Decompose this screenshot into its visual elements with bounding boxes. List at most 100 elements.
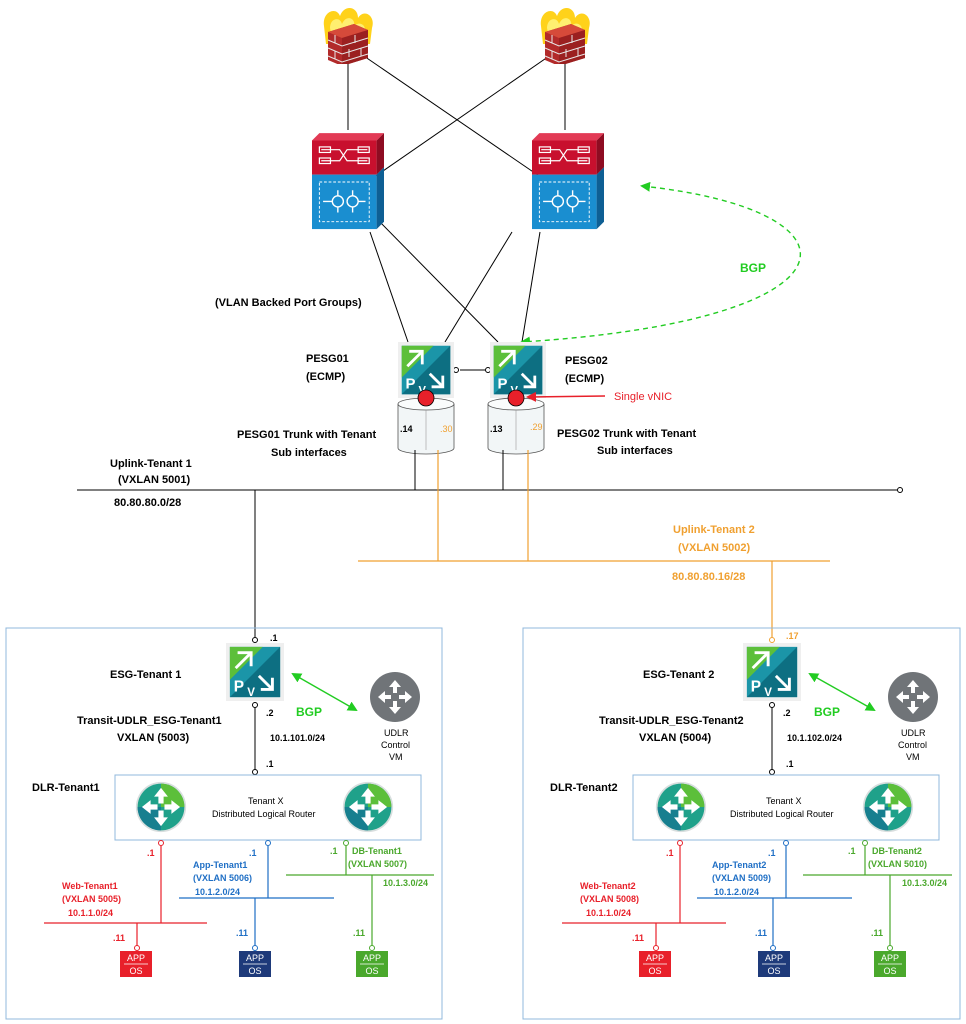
tenant2-bgp-label: BGP xyxy=(814,705,840,719)
svg-text:APP: APP xyxy=(765,953,783,963)
pesg02-trunk-cylinder xyxy=(487,397,545,455)
tenant1-udlr-line3: VM xyxy=(389,752,403,762)
tenant1-transit-name: Transit-UDLR_ESG-Tenant1 xyxy=(77,715,222,727)
app-os-icon: APP OS xyxy=(639,951,671,977)
svg-text:OS: OS xyxy=(883,966,896,976)
tenant2-web-name: Web-Tenant2 xyxy=(580,881,636,891)
pesg01-vnic-dot xyxy=(417,389,435,407)
tenant1-dlr-box-line1: Tenant X xyxy=(248,796,284,806)
tenant1-db-subnet: 10.1.3.0/24 xyxy=(383,878,428,888)
pesg02-ip-b: .29 xyxy=(530,422,543,432)
tenant1-udlr-line1: UDLR xyxy=(384,728,409,738)
tenant1-dlr-name: DLR-Tenant1 xyxy=(32,782,100,794)
firewall-icon xyxy=(540,7,591,64)
tenant1-esg-transit-ip: .2 xyxy=(266,708,274,718)
svg-text:APP: APP xyxy=(881,953,899,963)
tenant2-panel: .17 ESG-Tenant 2 .2 .1 BGP UDLR Control … xyxy=(522,627,961,1020)
uplink2-name: Uplink-Tenant 2 xyxy=(673,524,755,536)
tenant1-esg-name: ESG-Tenant 1 xyxy=(110,669,181,681)
tenant1-app-vm-ip: .11 xyxy=(236,928,248,938)
pesg02-trunk-line1: PESG02 Trunk with Tenant xyxy=(557,428,696,440)
svg-text:APP: APP xyxy=(646,953,664,963)
uplink2-network-line xyxy=(358,450,830,637)
dlr-router-icon xyxy=(342,781,394,833)
single-vnic-arrow xyxy=(526,391,606,402)
dlr-router-icon xyxy=(135,781,187,833)
tenant1-transit-vxlan: VXLAN (5003) xyxy=(117,732,189,744)
app-os-icon: APP OS xyxy=(239,951,271,977)
pesg02-mode: (ECMP) xyxy=(565,373,604,385)
tenant1-web-gw: .1 xyxy=(147,848,155,858)
pesg02-name: PESG02 xyxy=(565,355,608,367)
uplink1-subnet: 80.80.80.0/28 xyxy=(114,497,181,509)
tenant2-app-gw: .1 xyxy=(768,848,776,858)
switch-icon xyxy=(312,132,384,230)
tenant2-udlr-line3: VM xyxy=(906,752,920,762)
pesg01-ip-b: .30 xyxy=(440,424,453,434)
tenant2-dlr-uplink-ip: .1 xyxy=(786,759,794,769)
udlr-control-vm-icon xyxy=(370,672,420,722)
esg-icon xyxy=(226,643,284,701)
pesg01-trunk-line1: PESG01 Trunk with Tenant xyxy=(237,429,376,441)
dlr-router-icon xyxy=(655,781,707,833)
svg-text:APP: APP xyxy=(246,953,264,963)
tenant1-udlr-line2: Control xyxy=(381,740,410,750)
single-vnic-label: Single vNIC xyxy=(614,391,672,403)
tenant2-db-vxlan: (VXLAN 5010) xyxy=(868,859,927,869)
uplink2-vxlan: (VXLAN 5002) xyxy=(678,542,750,554)
uplink1-vxlan: (VXLAN 5001) xyxy=(118,474,190,486)
tenant1-panel: .1 ESG-Tenant 1 .2 .1 BGP UDLR Control V… xyxy=(5,627,443,1020)
pesg02-trunk-line2: Sub interfaces xyxy=(597,445,673,457)
switch-icon xyxy=(532,132,604,230)
tenant2-esg-name: ESG-Tenant 2 xyxy=(643,669,714,681)
tenant1-db-vxlan: (VXLAN 5007) xyxy=(348,859,407,869)
tenant2-udlr-line2: Control xyxy=(898,740,927,750)
pesg01-name: PESG01 xyxy=(306,353,349,365)
tenant2-transit-name: Transit-UDLR_ESG-Tenant2 xyxy=(599,715,744,727)
app-os-icon: APP OS xyxy=(874,951,906,977)
tenant1-db-gw: .1 xyxy=(330,846,338,856)
esg-icon xyxy=(490,342,546,398)
tenant1-app-name: App-Tenant1 xyxy=(193,860,247,870)
tenant1-db-vm-ip: .11 xyxy=(353,928,365,938)
tenant2-app-vm-ip: .11 xyxy=(755,928,767,938)
svg-text:APP: APP xyxy=(127,953,145,963)
pesg01-mode: (ECMP) xyxy=(306,371,345,383)
tenant1-bgp-label: BGP xyxy=(296,705,322,719)
tenant1-web-vm-ip: .11 xyxy=(113,933,125,943)
tenant1-transit-subnet: 10.1.101.0/24 xyxy=(270,733,325,743)
tenant2-transit-vxlan: VXLAN (5004) xyxy=(639,732,711,744)
bgp-label: BGP xyxy=(740,261,766,275)
tenant2-db-gw: .1 xyxy=(848,846,856,856)
tenant2-udlr-line1: UDLR xyxy=(901,728,926,738)
app-os-icon: APP OS xyxy=(120,951,152,977)
pesg02-ip-a: .13 xyxy=(490,424,503,434)
tenant2-web-vm-ip: .11 xyxy=(632,933,644,943)
uplink1-name: Uplink-Tenant 1 xyxy=(110,458,192,470)
vlan-label: (VLAN Backed Port Groups) xyxy=(215,297,362,309)
tenant2-bgp-arrow xyxy=(808,673,876,711)
tenant2-app-vxlan: (VXLAN 5009) xyxy=(712,873,771,883)
tenant2-dlr-box-line1: Tenant X xyxy=(766,796,802,806)
tenant1-dlr-box-line2: Distributed Logical Router xyxy=(212,809,316,819)
tenant2-web-gw: .1 xyxy=(666,848,674,858)
app-os-icon: APP OS xyxy=(758,951,790,977)
tenant1-db-name: DB-Tenant1 xyxy=(352,846,402,856)
tenant2-db-name: DB-Tenant2 xyxy=(872,846,922,856)
tenant1-bgp-arrow xyxy=(291,673,358,711)
svg-text:OS: OS xyxy=(767,966,780,976)
svg-text:APP: APP xyxy=(363,953,381,963)
tenant2-dlr-name: DLR-Tenant2 xyxy=(550,782,618,794)
tenant2-esg-uplink-ip: .17 xyxy=(786,631,799,641)
tenant2-app-name: App-Tenant2 xyxy=(712,860,766,870)
esg-icon xyxy=(743,643,801,701)
svg-text:OS: OS xyxy=(129,966,142,976)
svg-text:OS: OS xyxy=(365,966,378,976)
udlr-control-vm-icon xyxy=(888,672,938,722)
app-os-icon: APP OS xyxy=(356,951,388,977)
tenant1-app-subnet: 10.1.2.0/24 xyxy=(195,887,240,897)
tenant2-dlr-box-line2: Distributed Logical Router xyxy=(730,809,834,819)
tenant2-web-subnet: 10.1.1.0/24 xyxy=(586,908,631,918)
pesg02-vnic-dot xyxy=(507,389,525,407)
